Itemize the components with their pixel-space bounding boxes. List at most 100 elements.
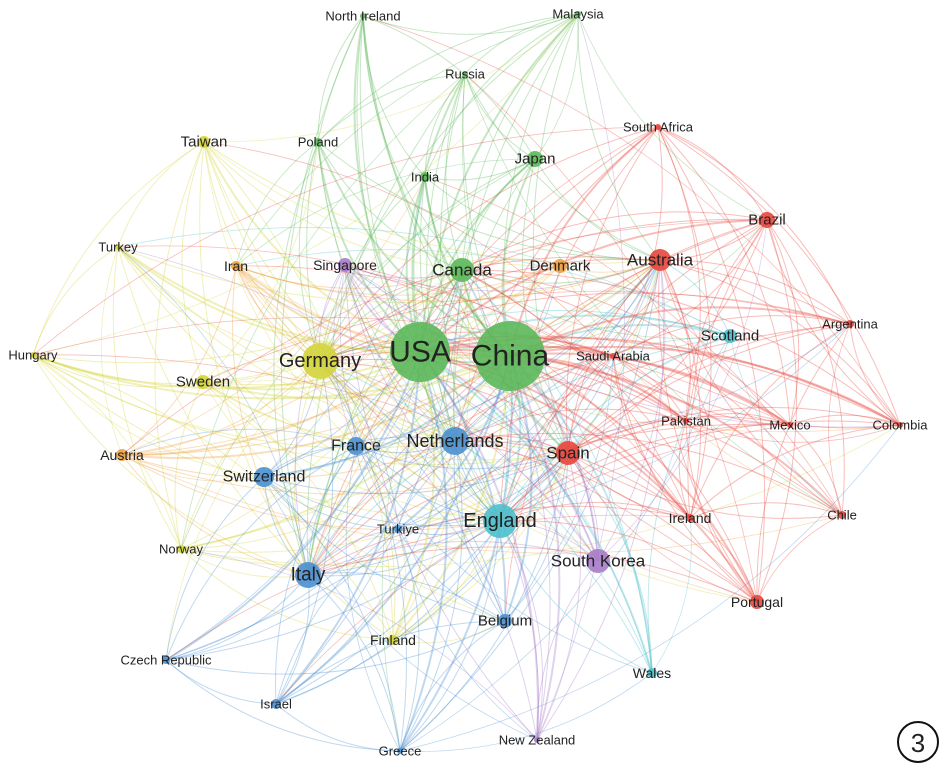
node-russia[interactable] — [462, 71, 468, 77]
node-switzerland[interactable] — [254, 467, 274, 487]
node-israel[interactable] — [271, 699, 281, 709]
link-israel-china — [275, 355, 511, 705]
link-wales-netherlands — [454, 440, 653, 674]
node-new-zealand[interactable] — [534, 737, 540, 743]
node-canada[interactable] — [450, 258, 474, 282]
link-argentina-spain — [567, 323, 851, 454]
link-poland-usa — [317, 141, 421, 353]
link-turkey-austria — [100, 246, 123, 456]
node-argentina[interactable] — [846, 320, 854, 328]
link-taiwan-norway — [154, 141, 205, 550]
node-pakistan[interactable] — [683, 418, 689, 424]
node-taiwan[interactable] — [198, 136, 210, 148]
node-label-denmark: Denmark — [530, 258, 591, 275]
link-france-czech-republic — [165, 445, 357, 661]
node-belgium[interactable] — [498, 614, 512, 628]
node-austria[interactable] — [116, 449, 128, 461]
link-australia-mexico — [659, 259, 791, 426]
node-japan[interactable] — [527, 151, 543, 167]
node-czech-republic[interactable] — [162, 656, 170, 664]
node-india[interactable] — [420, 172, 430, 182]
node-singapore[interactable] — [338, 258, 352, 272]
link-greece-turkiye — [397, 528, 420, 752]
link-spain-ireland — [567, 452, 691, 519]
link-hungary-china — [32, 354, 511, 400]
node-label-scotland: Scotland — [701, 328, 759, 345]
link-brazil-colombia — [766, 219, 901, 426]
node-turkey[interactable] — [115, 244, 121, 250]
link-mexico-pakistan — [685, 413, 791, 426]
node-label-hungary: Hungary — [8, 348, 58, 363]
link-spain-portugal — [567, 452, 758, 603]
node-label-france: France — [331, 438, 381, 455]
node-brazil[interactable] — [759, 212, 775, 228]
node-mexico[interactable] — [787, 422, 793, 428]
link-england-wales — [499, 520, 653, 674]
link-argentina-england — [499, 323, 851, 522]
link-switzerland-canada — [263, 269, 463, 478]
link-south-africa-germany — [319, 126, 659, 362]
link-south-korea-turkey — [117, 246, 599, 562]
link-greece-colombia — [399, 424, 901, 752]
node-saudi-arabia[interactable] — [610, 353, 616, 359]
link-malaysia-china — [503, 13, 579, 357]
node-turkiye[interactable] — [394, 525, 402, 533]
node-finland[interactable] — [388, 635, 398, 645]
link-sweden-norway — [174, 381, 204, 550]
node-south-africa[interactable] — [655, 124, 661, 130]
node-north-ireland[interactable] — [360, 13, 366, 19]
node-sweden[interactable] — [196, 375, 210, 389]
node-england[interactable] — [483, 504, 517, 538]
node-australia[interactable] — [649, 249, 671, 271]
link-sweden-china — [202, 355, 511, 400]
node-germany[interactable] — [302, 343, 338, 379]
link-new-zealand-australia — [536, 259, 665, 741]
node-china[interactable] — [475, 321, 545, 391]
node-colombia[interactable] — [897, 422, 903, 428]
node-south-korea[interactable] — [586, 549, 610, 573]
node-label-india: India — [411, 170, 440, 185]
link-south-korea-italy — [307, 540, 599, 576]
link-taiwan-italy — [199, 141, 309, 576]
link-north-ireland-canada — [362, 15, 463, 271]
link-argentina-australia — [659, 259, 851, 325]
link-mexico-brazil — [766, 219, 800, 426]
link-singapore-italy — [295, 264, 346, 576]
node-malaysia[interactable] — [575, 11, 581, 17]
link-russia-usa — [411, 73, 466, 353]
link-netherlands-belgium — [453, 440, 506, 622]
node-italy[interactable] — [295, 562, 321, 588]
link-australia-portugal — [658, 259, 758, 603]
node-spain[interactable] — [556, 441, 580, 465]
node-scotland[interactable] — [723, 329, 737, 343]
link-czech-republic-greece — [165, 659, 401, 752]
node-hungary[interactable] — [30, 352, 36, 358]
link-russia-india — [424, 73, 466, 178]
link-mexico-hungary — [32, 316, 791, 426]
link-israel-italy — [275, 574, 310, 705]
node-portugal[interactable] — [750, 595, 764, 609]
node-ireland[interactable] — [686, 514, 694, 522]
link-pakistan-portugal — [685, 420, 758, 603]
node-denmark[interactable] — [553, 259, 567, 273]
node-netherlands[interactable] — [441, 427, 469, 455]
node-iran[interactable] — [231, 261, 241, 271]
node-wales[interactable] — [647, 668, 657, 678]
link-turkiye-argentina — [397, 323, 851, 530]
node-norway[interactable] — [177, 545, 185, 553]
link-finland-australia — [392, 259, 661, 641]
node-france[interactable] — [347, 437, 365, 455]
node-poland[interactable] — [314, 138, 322, 146]
link-ireland-usa — [419, 351, 691, 519]
link-scotland-australia — [659, 259, 731, 337]
node-label-canada: Canada — [432, 261, 492, 280]
link-russia-australia — [464, 73, 661, 261]
node-chile[interactable] — [838, 511, 846, 519]
link-norway-netherlands — [180, 440, 456, 550]
link-turkiye-germany — [319, 360, 399, 530]
node-greece[interactable] — [397, 748, 403, 754]
link-pakistan-usa — [419, 349, 687, 422]
node-usa[interactable] — [390, 322, 450, 382]
link-south-africa-france — [355, 126, 659, 447]
link-malaysia-netherlands — [452, 13, 579, 442]
